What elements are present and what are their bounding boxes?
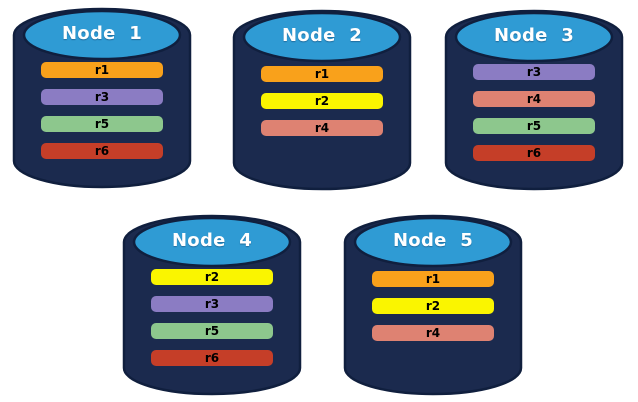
replica-bar-r6: r6 <box>473 145 595 161</box>
database-node-2: Node 2 r1 r2 r4 <box>232 4 412 192</box>
replica-bar-r3: r3 <box>41 89 163 105</box>
cylinder-top-shape <box>242 11 402 63</box>
database-node-1: Node 1 r1 r3 r5 r6 <box>12 2 192 190</box>
replica-bar-r3: r3 <box>473 64 595 80</box>
replica-list: r3 r4 r5 r6 <box>473 64 595 161</box>
cylinder-top-shape <box>132 216 292 268</box>
replica-list: r1 r2 r4 <box>372 271 494 341</box>
replica-bar-r2: r2 <box>372 298 494 314</box>
node-title: Node 5 <box>392 230 474 251</box>
replica-bar-r1: r1 <box>372 271 494 287</box>
replica-list: r1 r3 r5 r6 <box>41 62 163 159</box>
cylinder-top-shape <box>22 9 182 61</box>
cylinder-top-shape <box>454 11 614 63</box>
database-node-3: Node 3 r3 r4 r5 r6 <box>444 4 624 192</box>
replica-bar-r2: r2 <box>151 269 273 285</box>
node-title: Node 2 <box>281 25 363 46</box>
node-title: Node 3 <box>493 25 575 46</box>
replica-bar-r5: r5 <box>151 323 273 339</box>
replica-bar-r5: r5 <box>41 116 163 132</box>
cylinder-top-shape <box>353 216 513 268</box>
replica-bar-r4: r4 <box>372 325 494 341</box>
replica-bar-r4: r4 <box>473 91 595 107</box>
replica-bar-r3: r3 <box>151 296 273 312</box>
database-node-4: Node 4 r2 r3 r5 r6 <box>122 209 302 397</box>
replica-bar-r5: r5 <box>473 118 595 134</box>
replica-bar-r6: r6 <box>41 143 163 159</box>
database-node-5: Node 5 r1 r2 r4 <box>343 209 523 397</box>
replica-bar-r1: r1 <box>261 66 383 82</box>
replica-bar-r1: r1 <box>41 62 163 78</box>
replica-list: r2 r3 r5 r6 <box>151 269 273 366</box>
replica-bar-r6: r6 <box>151 350 273 366</box>
replica-list: r1 r2 r4 <box>261 66 383 136</box>
replica-bar-r4: r4 <box>261 120 383 136</box>
node-title: Node 1 <box>61 23 143 44</box>
replica-bar-r2: r2 <box>261 93 383 109</box>
node-title: Node 4 <box>171 230 253 251</box>
